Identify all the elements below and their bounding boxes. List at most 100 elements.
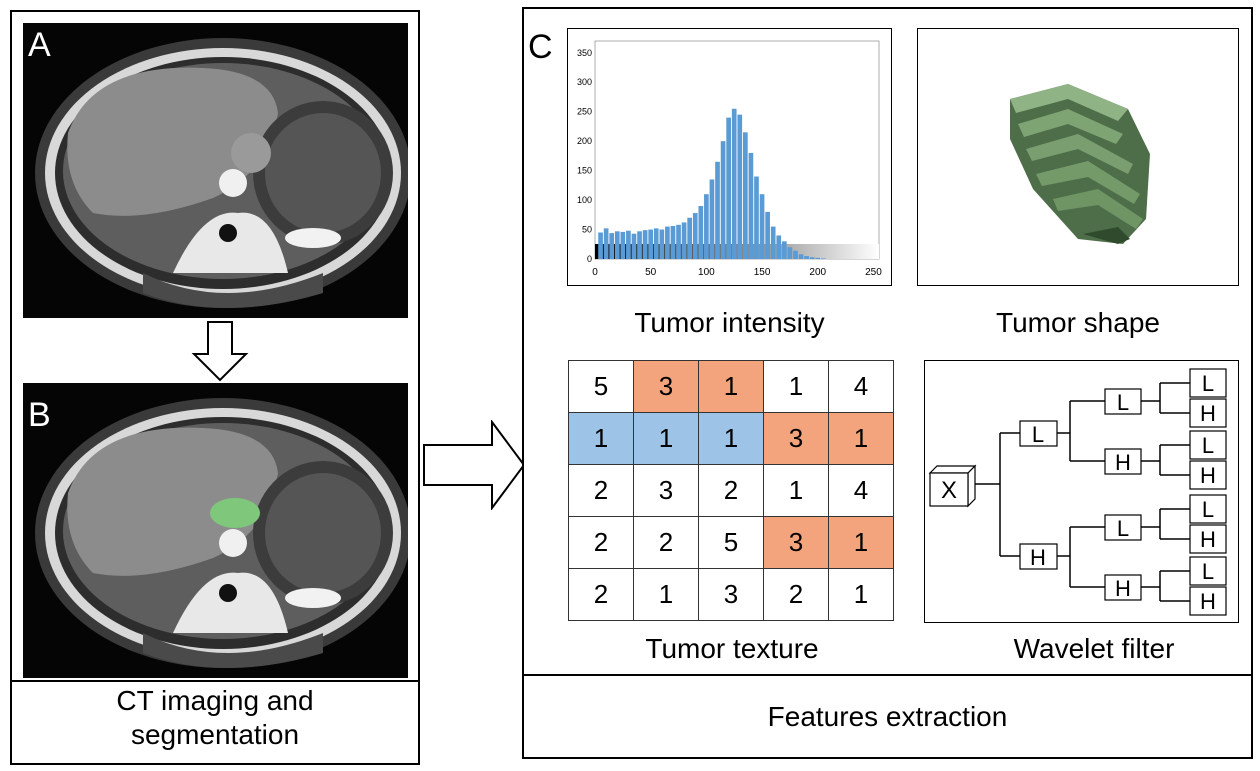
wavelet-level3-node: H: [1189, 460, 1227, 490]
y-tick-label: 200: [577, 136, 592, 146]
histogram-bar: [809, 257, 815, 259]
x-tick-label: 100: [698, 267, 715, 278]
histogram-bar: [665, 226, 670, 259]
texture-cell: 1: [828, 516, 894, 569]
tumor-3d-shape: [1010, 84, 1150, 244]
ct-scan-segmented-drawing: [23, 383, 408, 678]
histogram-bar: [692, 213, 698, 259]
wavelet-level3-node: H: [1189, 524, 1227, 554]
texture-cell: 1: [568, 412, 634, 465]
y-tick-label: 0: [587, 254, 592, 264]
histogram-bar: [793, 250, 798, 259]
ct-caption-divider: [10, 680, 420, 682]
histogram-bar: [704, 194, 709, 259]
texture-cell: 2: [633, 516, 699, 569]
svg-text:L: L: [1117, 390, 1129, 415]
features-caption: Features extraction: [767, 701, 1008, 732]
y-tick-label: 300: [577, 77, 592, 87]
wavelet-level3-node: H: [1189, 586, 1227, 616]
ct-caption-line1: CT imaging and: [116, 685, 314, 716]
histogram-bar: [642, 230, 648, 259]
y-tick-label: 150: [577, 166, 592, 176]
panel-label-a: A: [28, 26, 51, 64]
texture-cell: 2: [568, 464, 634, 517]
right-arrow-icon: [423, 420, 526, 510]
texture-cell: 1: [763, 464, 829, 517]
wavelet-level2-node: L: [1104, 514, 1142, 541]
texture-cell: 5: [568, 360, 634, 413]
histogram-bar: [631, 233, 637, 259]
texture-caption: Tumor texture: [645, 633, 819, 664]
texture-cell: 2: [763, 568, 829, 621]
y-tick-label: 350: [577, 48, 592, 58]
texture-cell: 1: [633, 568, 699, 621]
panel-label-c: C: [528, 28, 553, 66]
texture-cell: 1: [698, 412, 764, 465]
histogram-bar: [670, 226, 676, 259]
shape-caption: Tumor shape: [996, 307, 1160, 338]
svg-text:L: L: [1202, 559, 1214, 584]
texture-cell: 1: [698, 360, 764, 413]
texture-cell: 5: [698, 516, 764, 569]
svg-text:H: H: [1200, 527, 1216, 552]
y-tick-label: 250: [577, 107, 592, 117]
texture-cell: 2: [568, 516, 634, 569]
histogram-bar: [765, 211, 770, 259]
histogram-bar: [681, 222, 687, 259]
texture-cell: 3: [698, 568, 764, 621]
tumor-segmentation: [210, 498, 260, 528]
texture-cell: 1: [633, 412, 699, 465]
wavelet-caption: Wavelet filter: [1013, 633, 1175, 664]
tumor-shape-frame: [917, 28, 1239, 286]
svg-text:H: H: [1115, 576, 1131, 601]
x-tick-label: 150: [754, 267, 771, 278]
histogram-bar: [614, 231, 620, 259]
histogram-bar: [798, 254, 804, 259]
intensity-caption: Tumor intensity: [634, 307, 825, 338]
down-arrow-icon: [191, 321, 249, 382]
histogram-bar: [620, 231, 626, 259]
ct-caption-line2: segmentation: [130, 719, 300, 750]
features-caption-divider: [522, 674, 1253, 676]
histogram-plot-area: [594, 40, 880, 260]
panel-label-b: B: [28, 396, 51, 434]
histogram-bar: [759, 194, 765, 259]
histogram-bar: [820, 258, 826, 259]
ct-scan-drawing: [23, 23, 408, 318]
histogram-bar: [748, 152, 754, 259]
svg-text:H: H: [1115, 450, 1131, 475]
wavelet-tree: X L H L H L H L H L H: [928, 368, 1227, 616]
texture-cell: 1: [828, 412, 894, 465]
wavelet-root-node: X: [928, 464, 977, 508]
histogram-bar: [659, 229, 665, 259]
wavelet-level1-node: H: [1019, 543, 1058, 570]
y-tick-label: 50: [582, 225, 592, 235]
wavelet-level2-node: H: [1104, 574, 1142, 601]
ct-image-a: [23, 23, 408, 318]
texture-cell: 2: [698, 464, 764, 517]
y-tick-label: 100: [577, 195, 592, 205]
ct-image-b: [23, 383, 408, 678]
histogram-bar: [737, 114, 743, 259]
texture-cell: 1: [763, 360, 829, 413]
svg-text:L: L: [1202, 371, 1214, 396]
svg-text:H: H: [1030, 545, 1046, 570]
ct-caption: CT imaging and segmentation: [10, 684, 420, 752]
wavelet-level3-node: L: [1189, 430, 1227, 460]
histogram-bar: [715, 161, 720, 259]
histogram-bar: [804, 256, 809, 259]
histogram-bar: [743, 132, 748, 259]
svg-text:H: H: [1200, 589, 1216, 614]
wavelet-level3-node: H: [1189, 398, 1227, 428]
texture-cell: 2: [568, 568, 634, 621]
histogram-bar: [687, 217, 693, 259]
x-tick-label: 0: [592, 267, 598, 278]
svg-text:L: L: [1117, 516, 1129, 541]
histogram-bar: [648, 229, 654, 259]
x-tick-label: 250: [865, 267, 882, 278]
histogram-bar: [754, 176, 759, 259]
